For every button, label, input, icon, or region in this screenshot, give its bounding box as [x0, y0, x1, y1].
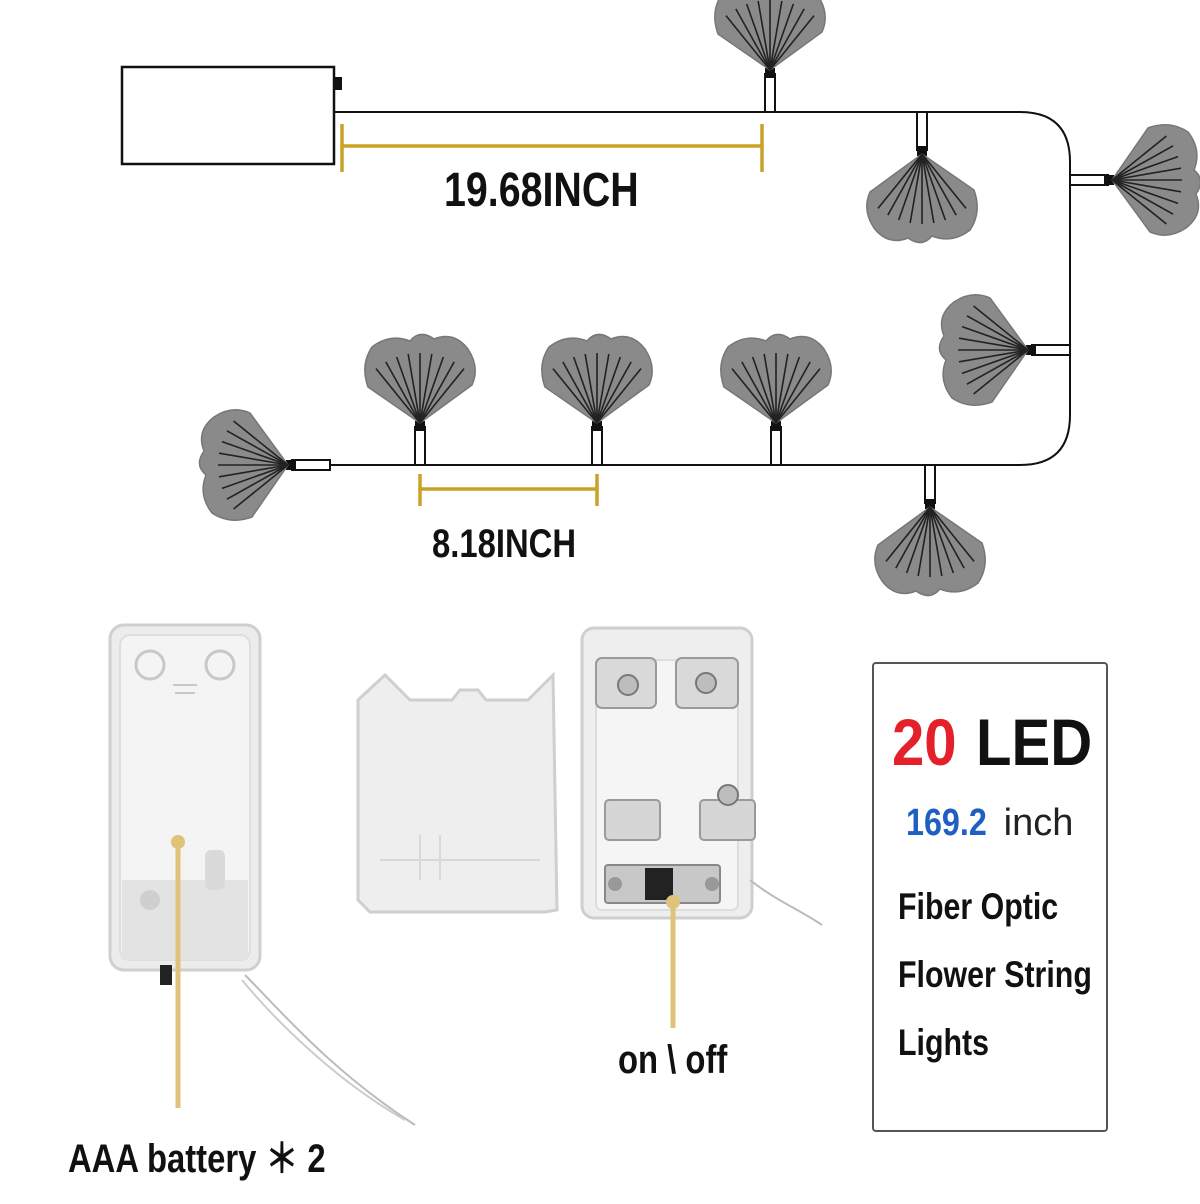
- total-length-line: 169.2 inch: [906, 802, 1073, 845]
- fiber-flower-icon: [720, 333, 832, 466]
- product-name-line-3: Lights: [898, 1022, 990, 1063]
- battery-callout: [171, 835, 185, 1108]
- product-name-line-1: Fiber Optic: [898, 886, 1059, 927]
- fiber-flower-icon: [364, 333, 476, 466]
- fiber-flower-icon: [1069, 124, 1200, 236]
- fiber-flower-icon: [938, 294, 1071, 406]
- battery-box-outline: [120, 65, 336, 166]
- battery-case-closed: [108, 623, 416, 1126]
- led-spacing-label: 8.18INCH: [432, 522, 577, 566]
- total-length-unit: inch: [1003, 802, 1074, 844]
- spacing-marker: [418, 474, 599, 506]
- main-length-label: 19.68INCH: [444, 164, 639, 217]
- battery-case-cover: [356, 671, 559, 914]
- product-name-line-2: Flower String: [898, 954, 1092, 995]
- led-word: LED: [975, 705, 1093, 779]
- fiber-flower-icon: [874, 464, 986, 597]
- light-string-wire: [330, 111, 1071, 466]
- fiber-flower-icon: [198, 409, 331, 521]
- switch-callout: [666, 895, 680, 1028]
- total-length-value: 169.2: [906, 802, 987, 844]
- battery-caption: AAA battery ＊ 2: [68, 1137, 326, 1181]
- battery-box-plug: [333, 77, 342, 90]
- fiber-flower-icon: [866, 111, 978, 244]
- battery-case-open: [580, 626, 823, 926]
- main-length-marker: [340, 124, 764, 172]
- fiber-flower-icon: [541, 333, 653, 466]
- fiber-flower-icon: [714, 0, 826, 113]
- switch-caption: on \ off: [618, 1038, 728, 1082]
- led-count: 20: [892, 705, 957, 779]
